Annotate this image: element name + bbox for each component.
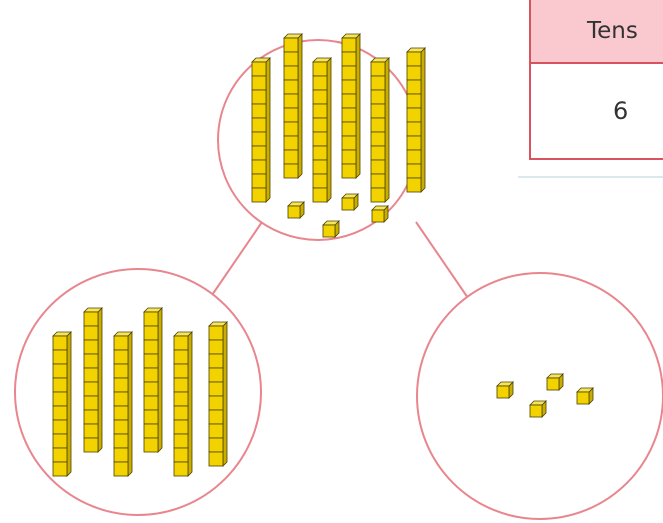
tens-value: 6 bbox=[531, 64, 663, 158]
connector-line-left bbox=[210, 222, 262, 298]
tens-header: Tens bbox=[531, 0, 663, 64]
right-part-circle bbox=[417, 273, 663, 519]
ten-rod bbox=[209, 322, 227, 466]
ten-rod bbox=[284, 34, 302, 178]
ten-rod bbox=[371, 58, 389, 202]
ten-rod bbox=[342, 34, 360, 178]
one-cube bbox=[372, 206, 388, 222]
ten-rod bbox=[174, 332, 192, 476]
ten-rod bbox=[84, 308, 102, 452]
connector-line-right bbox=[416, 222, 468, 298]
one-cube bbox=[547, 374, 563, 390]
ten-rod bbox=[313, 58, 331, 202]
ten-rod bbox=[144, 308, 162, 452]
one-cube bbox=[323, 221, 339, 237]
one-cube bbox=[342, 194, 358, 210]
divider-line bbox=[518, 176, 663, 178]
one-cube bbox=[497, 382, 513, 398]
place-value-table: Tens 6 bbox=[529, 0, 663, 160]
one-cube bbox=[530, 401, 546, 417]
ten-rod bbox=[252, 58, 270, 202]
ten-rod bbox=[407, 48, 425, 192]
ten-rod bbox=[114, 332, 132, 476]
one-cube bbox=[577, 388, 593, 404]
ten-rod bbox=[53, 332, 71, 476]
one-cube bbox=[288, 202, 304, 218]
